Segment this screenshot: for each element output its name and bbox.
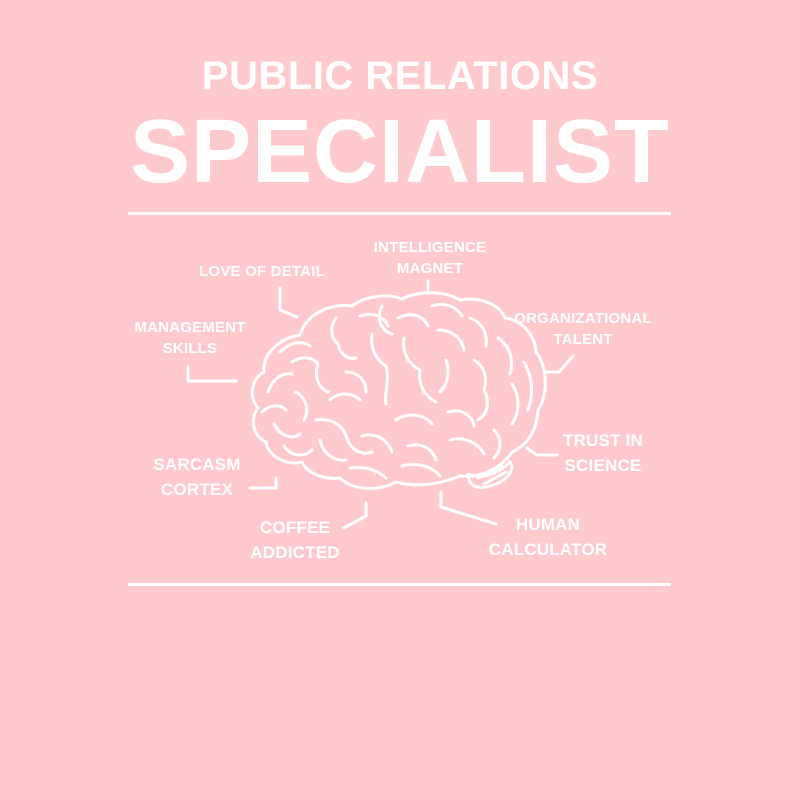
label-line: TRUST IN xyxy=(563,431,643,450)
label-line: SCIENCE xyxy=(564,456,642,475)
label-intelligence-magnet: INTELLIGENCE MAGNET xyxy=(370,237,490,279)
label-love-of-detail: LOVE OF DETAIL xyxy=(196,261,328,282)
bottom-divider xyxy=(128,583,671,586)
label-organizational-talent: ORGANIZATIONAL TALENT xyxy=(508,308,658,350)
label-line: COFFEE xyxy=(259,518,331,537)
label-line: ADDICTED xyxy=(250,543,340,562)
label-line: INTELLIGENCE xyxy=(373,239,487,256)
label-sarcasm-cortex: SARCASM CORTEX xyxy=(144,452,250,502)
label-line: MAGNET xyxy=(396,260,464,277)
label-line: HUMAN xyxy=(515,515,581,534)
main-title: SPECIALIST xyxy=(129,102,671,202)
label-line: SARCASM xyxy=(153,455,241,474)
label-trust-in-science: TRUST IN SCIENCE xyxy=(553,428,653,478)
label-line: ORGANIZATIONAL xyxy=(514,310,652,327)
label-human-calculator: HUMAN CALCULATOR xyxy=(484,512,612,562)
connector-lines xyxy=(186,279,575,530)
brain-icon xyxy=(250,291,547,490)
label-line: CORTEX xyxy=(160,480,234,499)
label-line: LOVE OF DETAIL xyxy=(199,263,325,280)
label-line: TALENT xyxy=(553,331,613,348)
top-divider xyxy=(128,212,671,215)
label-line: CALCULATOR xyxy=(488,540,608,559)
label-line: MANAGEMENT xyxy=(134,319,246,336)
label-coffee-addicted: COFFEE ADDICTED xyxy=(242,515,348,565)
label-line: SKILLS xyxy=(162,340,218,357)
label-management-skills: MANAGEMENT SKILLS xyxy=(128,317,252,359)
subtitle-heading: PUBLIC RELATIONS xyxy=(201,54,599,98)
